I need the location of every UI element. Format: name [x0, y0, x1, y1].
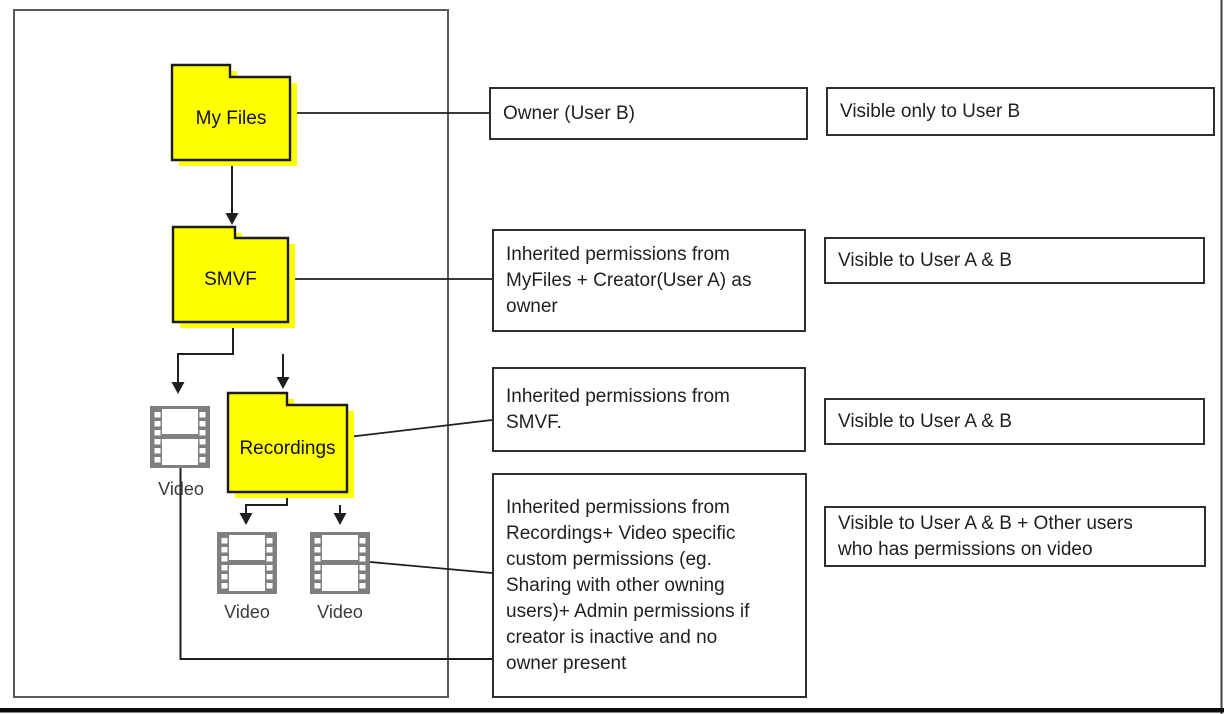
- note-permissions-smvf: Inherited permissions from MyFiles + Cre…: [492, 229, 806, 332]
- video-left-label: Video: [158, 479, 204, 499]
- video-icon-bottom-left: [217, 532, 277, 594]
- note-permissions-recordings-line2: SMVF.: [506, 411, 562, 433]
- arrow-recordings-to-video1-head: [239, 513, 253, 525]
- folder-smvf: [171, 225, 290, 324]
- connector-video-right-to-note: [369, 561, 493, 574]
- note-visibility-recordings-text: Visible to User A & B: [838, 410, 1012, 432]
- note-visibility-smvf-text: Visible to User A & B: [838, 249, 1012, 271]
- note-permissions-video-line3: custom permissions (eg.: [506, 548, 712, 570]
- folder-recordings-label: Recordings: [239, 437, 336, 459]
- note-permissions-video-line1: Inherited permissions from: [506, 496, 730, 518]
- note-visibility-smvf: Visible to User A & B: [824, 237, 1205, 284]
- note-permissions-smvf-line3: owner: [506, 295, 558, 317]
- arrow-smvf-to-recordings-head: [276, 377, 290, 389]
- note-visibility-recordings: Visible to User A & B: [824, 398, 1205, 445]
- folder-smvf-label: SMVF: [204, 269, 257, 290]
- note-visibility-video-line1: Visible to User A & B + Other users: [838, 512, 1133, 534]
- folder-my-files: [170, 63, 292, 162]
- connector-video-left-to-note: [179, 466, 492, 660]
- video-bottom-right-label: Video: [317, 602, 363, 622]
- note-permissions-video-line4: Sharing with other owning: [506, 574, 725, 596]
- note-permissions-video-line6: creator is inactive and no: [506, 626, 718, 648]
- note-permissions-video: Inherited permissions from Recordings+ V…: [492, 473, 807, 698]
- video-icon-left: [150, 406, 210, 468]
- note-permissions-video-line5: users)+ Admin permissions if: [506, 600, 750, 622]
- note-permissions-recordings: Inherited permissions from SMVF.: [492, 367, 806, 452]
- note-permissions-smvf-line2: MyFiles + Creator(User A) as: [506, 269, 752, 291]
- arrow-recordings-to-video2-head: [333, 513, 347, 525]
- video-bottom-left-label: Video: [224, 602, 270, 622]
- note-permissions-video-line7: owner present: [506, 652, 627, 674]
- arrow-smvf-to-video-head: [171, 382, 185, 394]
- note-owner-myfiles: Owner (User B): [489, 87, 808, 140]
- arrow-myfiles-to-smvf-head: [225, 213, 239, 225]
- folder-recordings: [226, 391, 349, 494]
- folder-my-files-label: My Files: [195, 107, 267, 129]
- note-visibility-myfiles: Visible only to User B: [826, 87, 1215, 136]
- note-owner-myfiles-text: Owner (User B): [503, 102, 635, 124]
- note-permissions-video-line2: Recordings+ Video specific: [506, 522, 736, 544]
- note-permissions-recordings-line1: Inherited permissions from: [506, 385, 730, 407]
- video-icon-bottom-right: [310, 532, 370, 594]
- note-visibility-video-line2: who has permissions on video: [838, 538, 1093, 560]
- recordings-branch-line: [245, 492, 288, 514]
- note-visibility-video: Visible to User A & B + Other users who …: [824, 506, 1206, 567]
- page-bottom-border: [0, 708, 1224, 713]
- note-visibility-myfiles-text: Visible only to User B: [840, 100, 1021, 122]
- note-permissions-smvf-line1: Inherited permissions from: [506, 243, 730, 265]
- smvf-branch-line: [177, 322, 234, 383]
- connector-recordings-to-note: [347, 419, 493, 438]
- boundary-box: [13, 9, 449, 698]
